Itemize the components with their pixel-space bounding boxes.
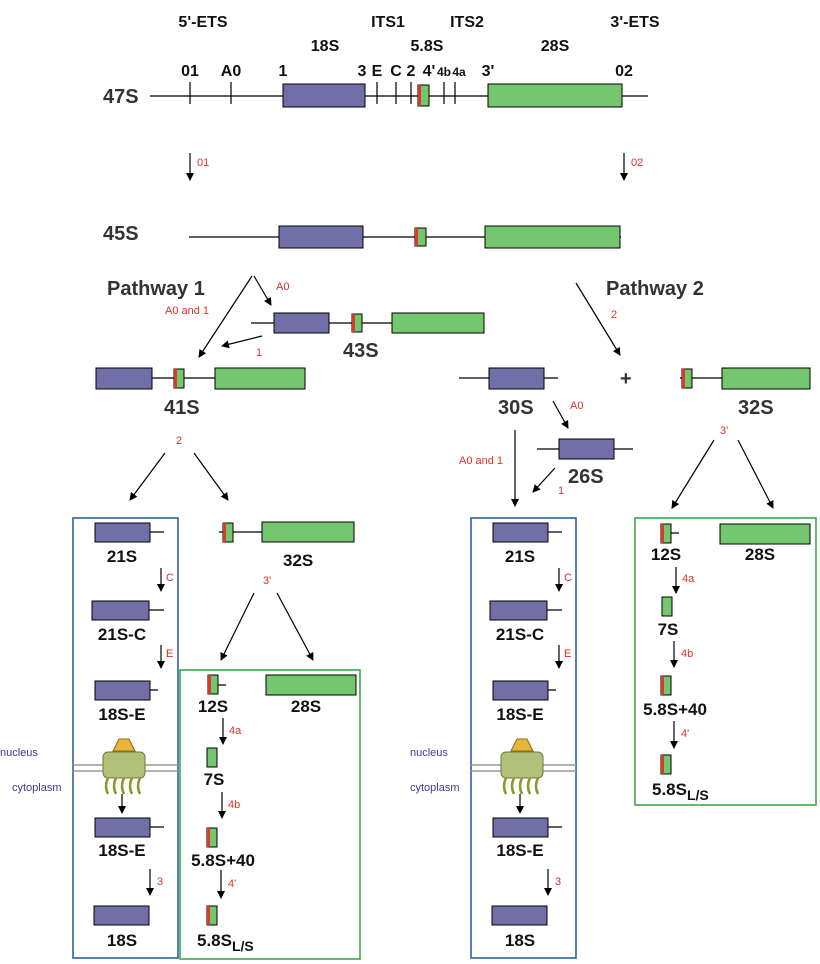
cut-label-4b-2: 4b [681, 648, 693, 660]
label-21s-c: 21S-C [98, 625, 146, 644]
cut-label-c-2: C [564, 572, 572, 584]
label-28s-2: 28S [745, 545, 775, 564]
site-c: C [390, 63, 402, 80]
small-subunit-box-1 [72, 517, 179, 959]
label-5-8s-ls-2: 5.8SL/S [652, 780, 709, 803]
intermediate-41s: 41S [95, 367, 306, 419]
cytoplasm-label-2: cytoplasm [410, 782, 460, 794]
label-21s-2: 21S [505, 547, 535, 566]
large-subunit-chain-1: 12S 28S 4a 7S 4b 5.8S+40 4' 5.8SL/S [191, 674, 357, 954]
site-01: 01 [181, 63, 199, 80]
label-18s-e-cytoplasm-2: 18S-E [496, 841, 543, 860]
pathway2-cut-a0: A0 [570, 400, 583, 412]
label-7s: 7S [204, 770, 225, 789]
large-subunit-chain-2: 12S 28S 4a 7S 4b 5.8S+40 4' 5.8SL/S [643, 523, 811, 803]
label-32s-2: 32S [738, 397, 774, 419]
site-2: 2 [407, 63, 416, 80]
label-7s-2: 7S [658, 620, 679, 639]
nucleus-label-2: nucleus [410, 747, 448, 759]
large-subunit-box-1 [179, 669, 361, 960]
intermediate-43s: 43S [251, 312, 485, 362]
cut-label-01: 01 [197, 157, 209, 169]
nuclear-pore-icon [500, 738, 544, 795]
label-47s: 47S [103, 86, 139, 108]
label-5-8s-plus-40-2: 5.8S+40 [643, 700, 707, 719]
large-subunit-box-2 [634, 517, 817, 806]
cut-label-4a-2: 4a [682, 573, 695, 585]
site-4prime: 4' [423, 63, 436, 80]
pathway1-cut-a0-and-1: A0 and 1 [165, 305, 209, 317]
site-02: 02 [615, 63, 633, 80]
intermediate-32s-pathway1: 32S [219, 521, 355, 570]
label-18s-2: 18S [505, 931, 535, 950]
pathway1-cut-3prime: 3' [263, 575, 271, 587]
pathway2-cut-1: 1 [558, 485, 564, 497]
pathway1-cut-2: 2 [176, 435, 182, 447]
pathway1-title: Pathway 1 [107, 278, 205, 300]
label-5-8s-ls: 5.8SL/S [197, 931, 254, 954]
plus-sign: + [620, 368, 632, 390]
label-26s: 26S [568, 466, 604, 488]
intermediate-26s: 26S [537, 438, 633, 488]
site-a0: A0 [221, 63, 242, 80]
region-its2: ITS2 [450, 14, 484, 31]
pathway2-cut-3prime: 3' [720, 425, 728, 437]
small-subunit-box-2 [470, 517, 577, 959]
cut-label-e: E [166, 648, 173, 660]
label-43s: 43S [343, 340, 379, 362]
site-1: 1 [279, 63, 288, 80]
label-41s: 41S [164, 397, 200, 419]
precursor-45s: 45S [103, 223, 621, 249]
label-30s: 30S [498, 397, 534, 419]
label-12s: 12S [198, 697, 228, 716]
region-5ets: 5'-ETS [178, 14, 227, 31]
cut-label-e-2: E [564, 648, 571, 660]
precursor-47s: 5'-ETS ITS1 ITS2 3'-ETS 18S 5.8S 28S 01 … [103, 14, 660, 108]
site-4b: 4b [437, 65, 451, 79]
label-18s: 18S [107, 931, 137, 950]
intermediate-32s-pathway2: 32S [680, 367, 811, 419]
label-12s-2: 12S [651, 545, 681, 564]
label-21s: 21S [107, 547, 137, 566]
label-18s-e: 18S-E [98, 705, 145, 724]
nuclear-pore-icon [102, 738, 146, 795]
cut-label-4a: 4a [229, 725, 242, 737]
segment-5-8s-label: 5.8S [411, 38, 444, 55]
pathway2-cut-2: 2 [611, 309, 617, 321]
cut-label-3-2: 3 [555, 876, 561, 888]
cut-label-c: C [166, 572, 174, 584]
cut-label-4b: 4b [228, 799, 240, 811]
pathway1-cut-a0: A0 [276, 281, 289, 293]
cut-label-02: 02 [631, 157, 643, 169]
segment-18s-label: 18S [311, 38, 340, 55]
cut-label-4prime: 4' [228, 878, 236, 890]
label-18s-e-cytoplasm: 18S-E [98, 841, 145, 860]
pathway1-cut-1: 1 [256, 347, 262, 359]
label-45s: 45S [103, 223, 139, 245]
cytoplasm-label: cytoplasm [12, 782, 62, 794]
region-3ets: 3'-ETS [610, 14, 659, 31]
label-18s-e-2: 18S-E [496, 705, 543, 724]
label-5-8s-plus-40: 5.8S+40 [191, 851, 255, 870]
small-subunit-chain-2: 21S C 21S-C E 18S-E nucleus cytoplasm 18… [410, 522, 576, 950]
nucleus-label: nucleus [0, 747, 38, 759]
segment-28s-label: 28S [541, 38, 570, 55]
region-its1: ITS1 [371, 14, 405, 31]
site-e: E [372, 63, 383, 80]
site-3prime: 3' [482, 63, 495, 80]
small-subunit-chain-1: 21S C 21S-C E 18S-E nucleus cytoplasm 18… [0, 522, 178, 950]
label-32s-1: 32S [283, 551, 313, 570]
segment-18s [282, 83, 366, 108]
pathway2-cut-a0-and-1: A0 and 1 [459, 455, 503, 467]
site-4a: 4a [452, 65, 466, 79]
pathway2-title: Pathway 2 [606, 278, 704, 300]
label-28s: 28S [291, 697, 321, 716]
intermediate-30s: 30S [459, 367, 558, 419]
site-3: 3 [358, 63, 367, 80]
label-21s-c-2: 21S-C [496, 625, 544, 644]
cut-label-3: 3 [157, 876, 163, 888]
segment-28s [487, 83, 623, 108]
cut-label-4prime-2: 4' [681, 728, 689, 740]
